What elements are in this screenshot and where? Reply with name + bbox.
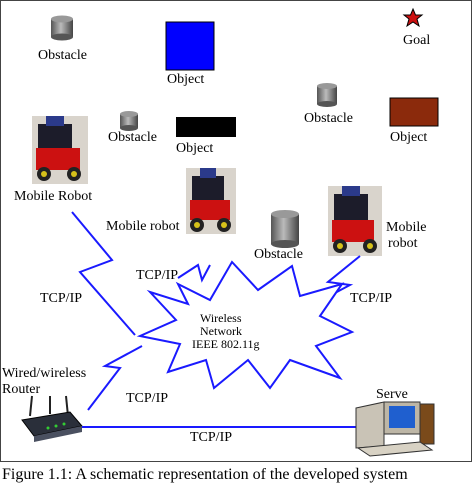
obstacle-label-1: Obstacle xyxy=(38,48,87,63)
mobile-robot-label-2: Mobile robot xyxy=(106,219,180,234)
wireless-network-burst xyxy=(136,260,355,390)
mobile-robot-3-image xyxy=(328,186,382,256)
obstacle-cylinder-3 xyxy=(317,83,337,107)
network-label-2: Network xyxy=(200,324,242,338)
object-brown xyxy=(389,97,439,127)
network-label-1: Wireless xyxy=(200,311,242,325)
mobile-robot-label-3b: robot xyxy=(388,236,418,251)
obstacle-cylinder-2 xyxy=(120,111,138,131)
mobile-robot-label-1: Mobile Robot xyxy=(14,189,93,204)
tcpip-label-left: TCP/IP xyxy=(40,291,83,306)
object-label-2: Object xyxy=(176,141,214,156)
object-label-3: Object xyxy=(390,130,428,145)
router-label-1: Wired/wireless xyxy=(2,366,87,381)
server-label: Serve xyxy=(376,387,408,402)
diagram-frame xyxy=(0,0,472,462)
tcpip-label-right: TCP/IP xyxy=(350,291,393,306)
mobile-robot-2-image xyxy=(186,168,236,234)
mobile-robot-1-image xyxy=(32,116,88,184)
server-computer-icon xyxy=(355,401,435,457)
wireless-link-router xyxy=(87,345,143,411)
tcpip-label-bottom: TCP/IP xyxy=(190,430,233,445)
obstacle-label-3: Obstacle xyxy=(304,111,353,126)
object-blue xyxy=(165,21,215,71)
mobile-robot-label-3a: Mobile xyxy=(386,220,427,235)
router-icon xyxy=(21,395,83,442)
object-label-1: Object xyxy=(167,72,205,87)
goal-star-icon xyxy=(402,7,424,28)
obstacle-label-2: Obstacle xyxy=(108,130,157,145)
obstacle-cylinder-4 xyxy=(271,210,299,248)
wireless-link-robot2 xyxy=(177,263,211,283)
object-black xyxy=(176,117,236,137)
obstacle-cylinder-1 xyxy=(51,15,73,41)
wireless-link-robot1 xyxy=(71,211,136,336)
tcpip-label-router: TCP/IP xyxy=(126,391,169,406)
obstacle-label-4: Obstacle xyxy=(254,247,303,262)
tcpip-label-mid: TCP/IP xyxy=(136,268,179,283)
goal-label: Goal xyxy=(403,33,431,48)
router-label-2: Router xyxy=(2,382,41,397)
network-label-3: IEEE 802.11g xyxy=(192,337,260,351)
figure-caption: Figure 1.1: A schematic representation o… xyxy=(2,466,408,483)
